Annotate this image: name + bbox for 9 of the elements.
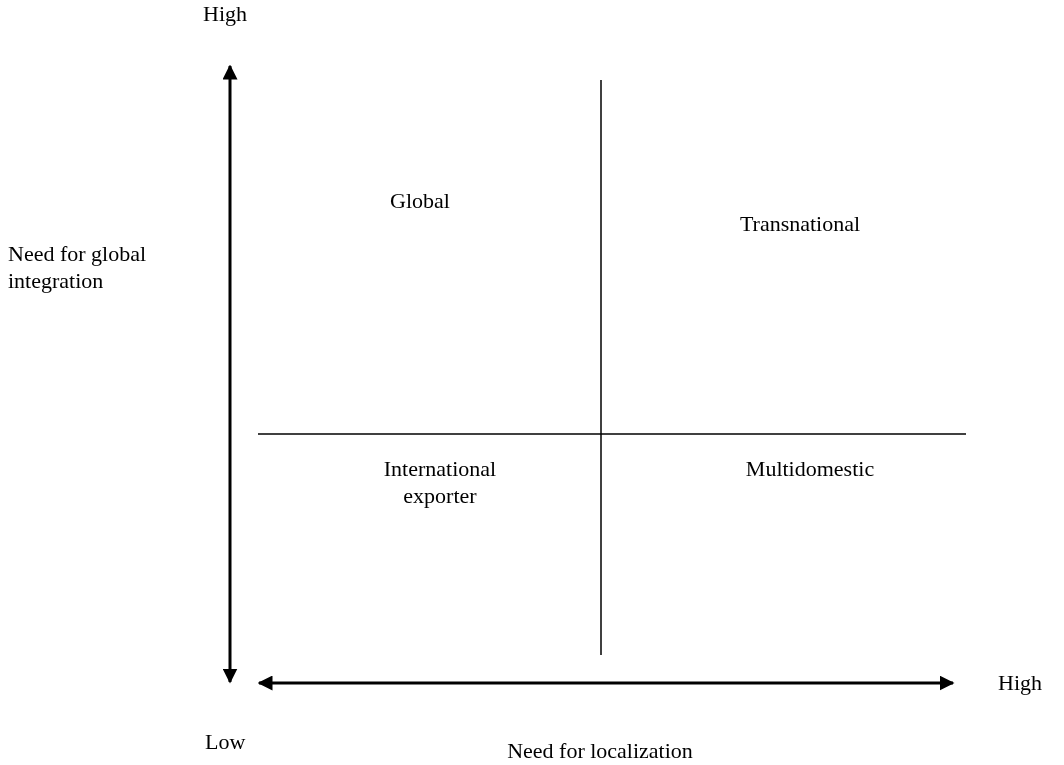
quadrant-label: Multidomestic xyxy=(744,455,876,482)
quadrant-label: Transnational xyxy=(738,210,862,237)
quadrant-label: Global xyxy=(389,187,451,214)
axis-end-label: High xyxy=(203,0,248,27)
quadrant-label: International exporter xyxy=(382,455,498,509)
axis-title: Need for global integration xyxy=(8,240,148,294)
axis-title: Need for localization xyxy=(506,737,694,764)
axis-end-label: High xyxy=(998,669,1043,696)
axis-end-label: Low xyxy=(205,728,247,755)
